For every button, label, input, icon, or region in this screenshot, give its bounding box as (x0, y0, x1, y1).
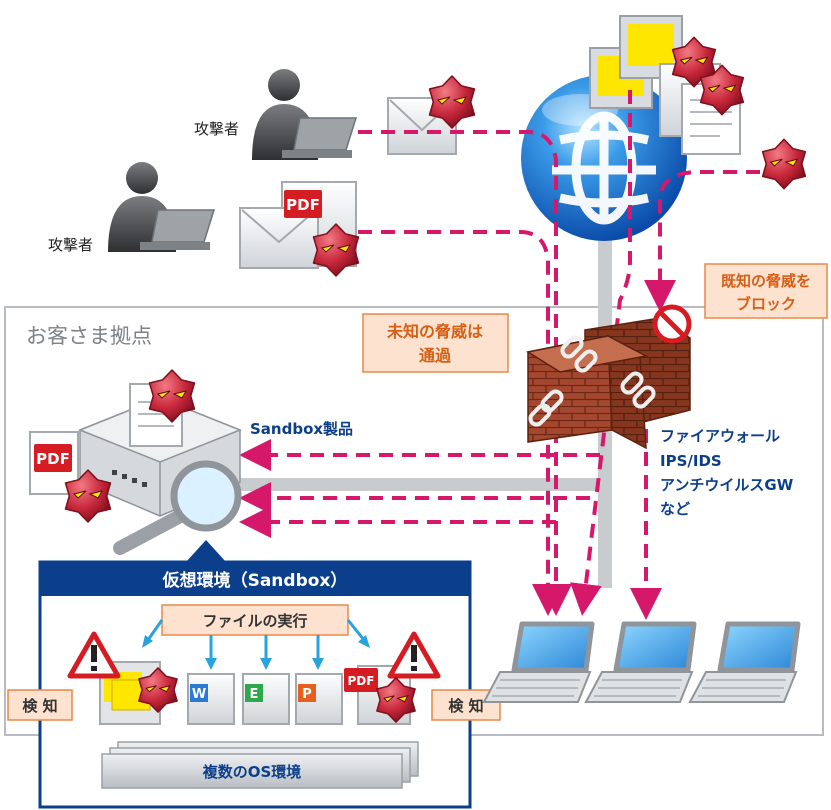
detect-right-label: 検 知 (448, 697, 483, 715)
gateway-labels: ファイアウォール IPS/IDS アンチウイルスGW など (660, 427, 794, 518)
exec-label: ファイルの実行 (202, 612, 307, 630)
virus-icon (64, 469, 112, 523)
laptop-icon (688, 621, 801, 703)
svg-text:E: E (250, 687, 259, 702)
virus-icon (312, 223, 360, 277)
monitor-icon (589, 15, 683, 109)
pdf-icon: PDF (34, 444, 72, 472)
svg-text:ブロック: ブロック (736, 295, 796, 313)
svg-text:PDF: PDF (36, 450, 70, 468)
warning-icon (67, 631, 121, 679)
broken-link-icon (528, 335, 656, 427)
gateway-label: アンチウイルスGW (660, 476, 794, 494)
detect-left-label: 検 知 (22, 697, 57, 715)
os-stack: 複数のOS環境 (101, 741, 419, 789)
virus-icon (148, 369, 196, 423)
laptop-icon (482, 621, 595, 703)
site-title: お客さま拠点 (26, 324, 152, 348)
sandbox-product-label: Sandbox製品 (250, 420, 353, 438)
svg-text:既知の脅威を: 既知の脅威を (721, 272, 811, 290)
word-file-icon: W (187, 673, 235, 725)
virus-icon (428, 75, 476, 129)
svg-text:PDF: PDF (286, 196, 320, 214)
virus-icon (671, 36, 717, 88)
attacker-top-icon (252, 69, 358, 160)
exec-label-box: ファイルの実行 (161, 604, 349, 636)
warning-icon (387, 631, 441, 679)
os-label: 複数のOS環境 (202, 763, 302, 781)
attacker-top-label: 攻撃者 (194, 120, 239, 138)
block-icon (652, 304, 692, 344)
known-threat-callout: 既知の脅威を ブロック (704, 263, 828, 319)
virus-icon (138, 667, 178, 713)
virus-icon (761, 138, 807, 190)
magnifier-icon (113, 460, 242, 555)
pdf-icon: PDF (284, 190, 322, 218)
powerpoint-file-icon: P (295, 673, 343, 725)
attacker-bottom-label: 攻撃者 (48, 236, 93, 254)
gateway-label: ファイアウォール (660, 427, 780, 445)
detect-left-box: 検 知 (7, 689, 73, 721)
threat-paths (239, 90, 760, 620)
excel-file-icon: E (242, 673, 290, 725)
svg-text:W: W (192, 687, 206, 702)
globe-icon (521, 75, 687, 241)
laptop-icon (584, 621, 697, 703)
virus-layer (64, 36, 807, 723)
gateway-label: など (660, 500, 690, 518)
sandbox-env-title: 仮想環境（Sandbox） (162, 570, 348, 591)
unknown-threat-callout: 未知の脅威は 通過 (362, 313, 509, 373)
svg-text:PDF: PDF (348, 674, 375, 688)
svg-text:通過: 通過 (419, 346, 452, 365)
virus-icon (699, 64, 745, 116)
attacker-bottom-icon (108, 162, 216, 252)
gateway-label: IPS/IDS (660, 452, 722, 470)
virus-icon (376, 677, 416, 723)
svg-text:P: P (302, 687, 312, 702)
svg-text:未知の脅威は: 未知の脅威は (386, 322, 483, 341)
exec-arrows (142, 619, 370, 670)
